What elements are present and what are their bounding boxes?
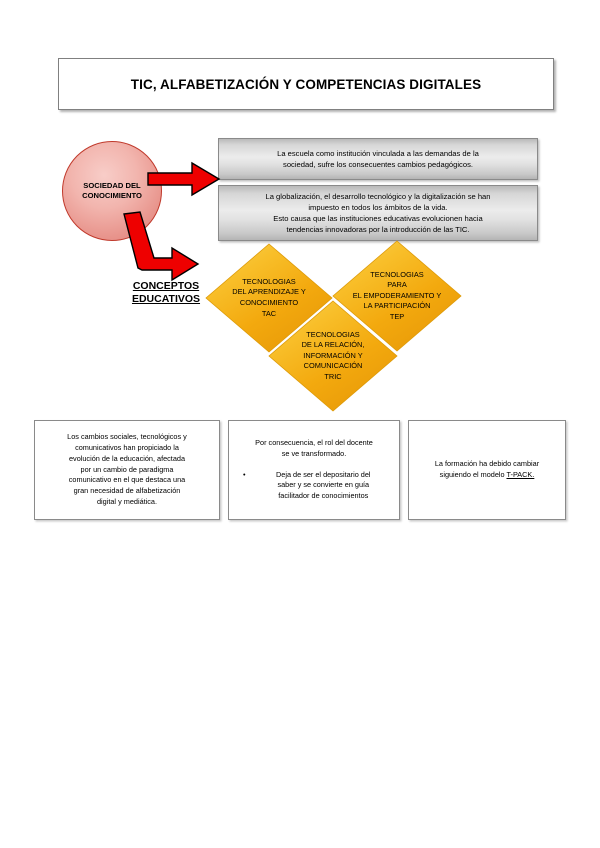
sociedad-to-boxes-arrow-icon	[147, 161, 221, 197]
diamond-tric-shape	[268, 300, 398, 412]
rol-docente-box: Por consecuencia, el rol del docente se …	[228, 420, 400, 520]
conceptos-line-2: EDUCATIVOS	[131, 293, 201, 306]
page-title: TIC, ALFABETIZACIÓN Y COMPETENCIAS DIGIT…	[130, 76, 482, 92]
tpack-emphasis-text: T-PACK.	[506, 470, 535, 479]
globalizacion-statement-text: La globalización, el desarrollo tecnológ…	[265, 192, 491, 234]
rol-docente-bullet-item: • Deja de ser el depositario del saber y…	[235, 470, 393, 503]
rol-docente-bullet-text: Deja de ser el depositario del saber y s…	[276, 469, 371, 501]
cambios-sociales-text: Los cambios sociales, tecnológicos y com…	[67, 431, 187, 507]
bullet-marker-icon: •	[243, 469, 246, 479]
formacion-prefix-text: La formación ha debido cambiar siguiendo…	[434, 459, 540, 479]
escuela-statement-box: La escuela como institución vinculada a …	[218, 138, 538, 180]
globalizacion-statement-box: La globalización, el desarrollo tecnológ…	[218, 185, 538, 241]
sociedad-node-label: SOCIEDAD DEL CONOCIMIENTO	[82, 180, 142, 200]
diamond-tep-shape	[332, 240, 462, 352]
sociedad-to-conceptos-arrow-icon	[123, 211, 200, 282]
rol-docente-lead-text: Por consecuencia, el rol del docente se …	[255, 437, 373, 458]
formacion-tpack-box: La formación ha debido cambiar siguiendo…	[408, 420, 566, 520]
cambios-sociales-box: Los cambios sociales, tecnológicos y com…	[34, 420, 220, 520]
conceptos-educativos-label: CONCEPTOS EDUCATIVOS	[118, 280, 214, 307]
formacion-tpack-text: La formación ha debido cambiar siguiendo…	[428, 459, 546, 481]
diamond-tric: TECNOLOGIAS DE LA RELACIÓN, INFORMACIÓN …	[268, 300, 398, 412]
diamond-tac-shape	[205, 243, 333, 353]
title-banner: TIC, ALFABETIZACIÓN Y COMPETENCIAS DIGIT…	[58, 58, 554, 110]
escuela-statement-text: La escuela como institución vinculada a …	[277, 149, 479, 169]
conceptos-line-1: CONCEPTOS	[132, 280, 200, 292]
sociedad-del-conocimiento-node: SOCIEDAD DEL CONOCIMIENTO	[62, 141, 162, 241]
